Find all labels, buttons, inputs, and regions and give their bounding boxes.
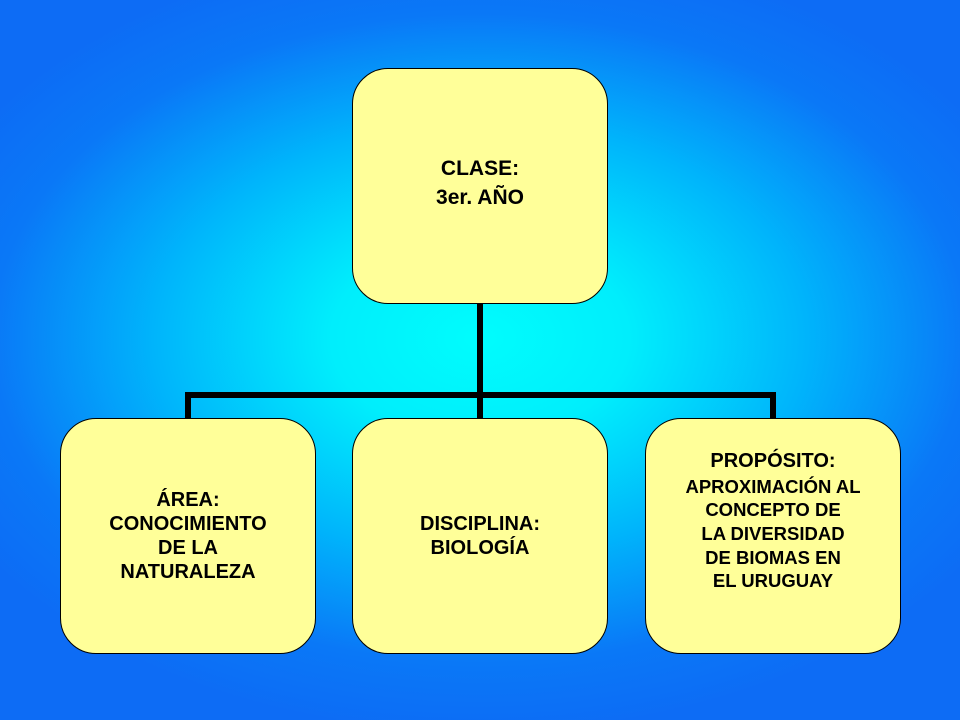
proposito-line-1: APROXIMACIÓN AL	[685, 475, 861, 497]
disciplina-label: DISCIPLINA:	[420, 513, 540, 535]
root-node-clase: CLASE: 3er. AÑO	[352, 68, 608, 304]
root-value: 3er. AÑO	[436, 185, 524, 209]
proposito-line-4: DE BIOMAS EN	[705, 546, 841, 568]
proposito-line-5: EL URUGUAY	[712, 570, 834, 592]
child-node-proposito: PROPÓSITO: APROXIMACIÓN AL CONCEPTO DE L…	[645, 418, 901, 654]
area-label: ÁREA:	[156, 489, 220, 511]
connector-drop-middle	[477, 392, 483, 419]
proposito-label: PROPÓSITO:	[710, 450, 836, 472]
area-line-2: DE LA	[158, 537, 218, 559]
child-node-disciplina: DISCIPLINA: BIOLOGÍA	[352, 418, 608, 654]
area-line-1: CONOCIMIENTO	[109, 513, 267, 535]
connector-drop-left	[185, 392, 191, 419]
disciplina-value: BIOLOGÍA	[430, 537, 530, 559]
connector-drop-right	[770, 392, 776, 419]
child-node-area: ÁREA: CONOCIMIENTO DE LA NATURALEZA	[60, 418, 316, 654]
root-label: CLASE:	[440, 157, 520, 180]
proposito-line-3: LA DIVERSIDAD	[701, 522, 845, 544]
proposito-line-2: CONCEPTO DE	[705, 499, 841, 521]
connector-root-stem	[477, 304, 483, 396]
area-line-3: NATURALEZA	[120, 561, 256, 583]
